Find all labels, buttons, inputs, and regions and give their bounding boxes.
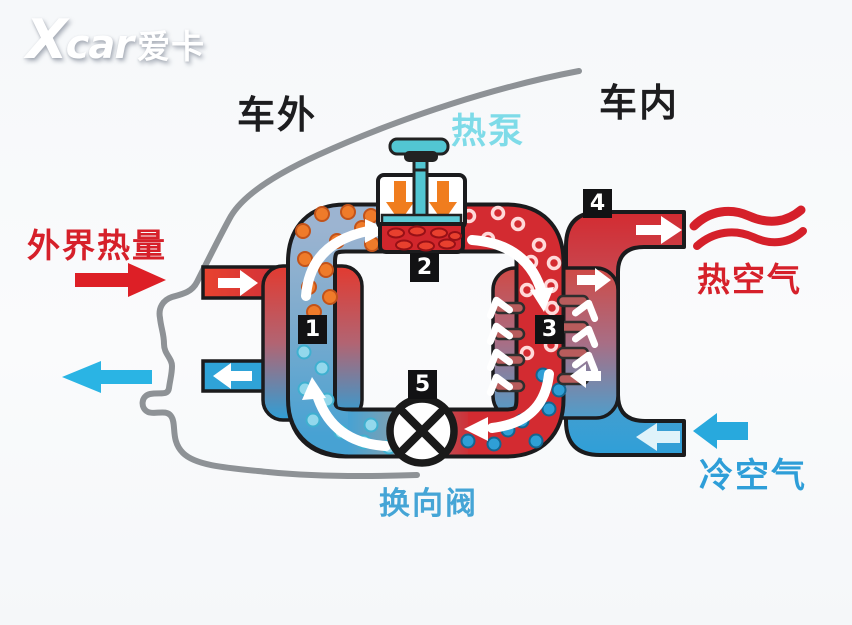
cold-air-in-arrow xyxy=(636,423,680,451)
compressor-stem-lower xyxy=(412,168,429,220)
compressed-gas-ovals xyxy=(387,225,462,252)
step-marker-5: 5 xyxy=(408,370,437,399)
watermark-brand-cn: 爱卡 xyxy=(137,27,206,66)
step-marker-2: 2 xyxy=(410,253,439,282)
compressor-collar xyxy=(404,151,438,162)
cold-exhaust-arrow xyxy=(62,361,152,393)
outside-heat-arrow xyxy=(75,263,166,297)
exchanger-air-in-out-arrows xyxy=(570,268,611,388)
airflow-left-arrow xyxy=(213,363,252,389)
outside-heat-exchanger xyxy=(201,264,364,422)
label-outside-heat: 外界热量 xyxy=(27,226,167,265)
label-cold-air: 冷空气 xyxy=(699,456,807,496)
watermark-brand: car xyxy=(65,22,134,68)
compression-arrow-left xyxy=(386,181,414,222)
cold-air-intake-arrow xyxy=(693,413,748,449)
compressor xyxy=(376,137,467,254)
hot-gas-bubbles xyxy=(461,205,562,361)
label-hot-air: 热空气 xyxy=(697,260,802,299)
compression-arrow-right xyxy=(429,181,457,222)
hot-air-out-arrow xyxy=(636,216,682,244)
watermark-x: X xyxy=(26,8,68,71)
step-marker-3: 3 xyxy=(535,315,564,344)
airflow-right-arrow xyxy=(218,270,258,296)
air-chevrons xyxy=(486,296,599,396)
step-marker-1: 1 xyxy=(298,315,327,344)
reversing-valve xyxy=(386,395,458,467)
heat-waves xyxy=(689,205,807,250)
label-outside-car: 车外 xyxy=(237,93,318,137)
label-inside-car: 车内 xyxy=(599,81,680,125)
car-body-outline xyxy=(139,68,582,479)
refrigerant-flow-arrows xyxy=(301,219,554,451)
step-marker-4: 4 xyxy=(583,189,612,218)
label-reversing-valve: 换向阀 xyxy=(379,486,478,522)
label-heat-pump: 热泵 xyxy=(451,112,526,152)
